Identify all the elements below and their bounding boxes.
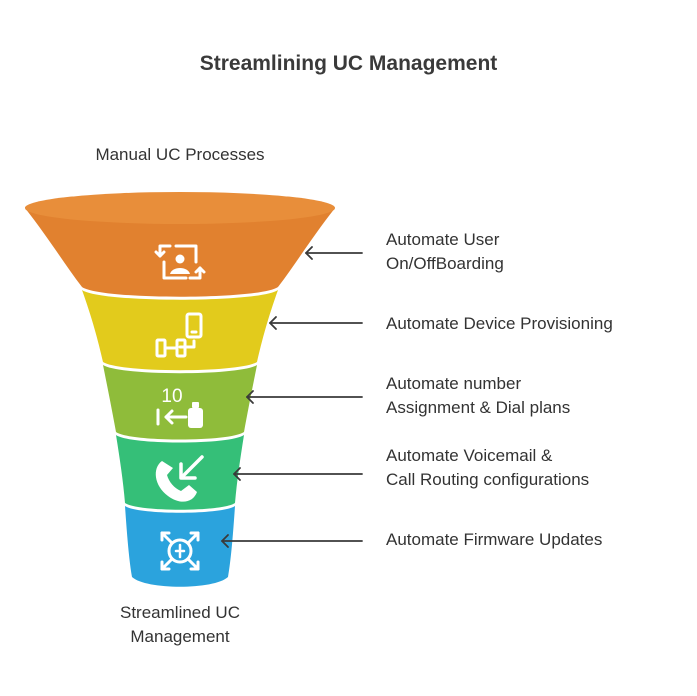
stage-4-label-line1: Automate Voicemail & [386,446,553,465]
stage-4-label-line2: Call Routing configurations [386,470,590,489]
stage-2-label-line1: Automate Device Provisioning [386,314,613,333]
arrow-stage-3 [246,390,363,404]
arrow-stage-2 [269,316,363,330]
firmware-update-icon [160,531,200,571]
pointer-arrows [221,246,363,548]
funnel-bottom-label-line1: Streamlined UC [120,603,240,622]
diagram-title: Streamlining UC Management [199,52,498,75]
stage-1-label-line1: Automate User [386,230,500,249]
arrow-stage-4 [233,467,363,481]
stage-5-label-line1: Automate Firmware Updates [386,530,603,549]
funnel-bottom-label-line2: Management [130,627,230,646]
number-assignment-icon: 10 [156,386,203,428]
user-onboarding-icon [154,244,206,280]
stage-5-label: Automate Firmware Updates [386,528,602,552]
stage-2-label: Automate Device Provisioning [386,312,613,336]
funnel-stage-2 [82,290,278,371]
stage-1-label: Automate User On/OffBoarding [386,228,504,276]
voicemail-routing-icon [155,455,204,502]
stage-1-label-line2: On/OffBoarding [386,254,504,273]
number-label: 10 [161,386,182,407]
stage-4-label: Automate Voicemail & Call Routing config… [386,444,589,492]
funnel-top-label: Manual UC Processes [95,145,265,164]
device-provisioning-icon [155,312,203,358]
arrow-stage-5 [221,534,363,548]
stage-3-label-line2: Assignment & Dial plans [386,398,571,417]
stage-3-label: Automate number Assignment & Dial plans [386,372,570,420]
funnel-rim [25,192,335,224]
funnel-bottom-label: Streamlined UC Management [70,601,290,649]
arrow-stage-1 [305,246,363,260]
funnel-stage-3 [103,365,257,440]
stage-3-label-line1: Automate number [386,374,522,393]
